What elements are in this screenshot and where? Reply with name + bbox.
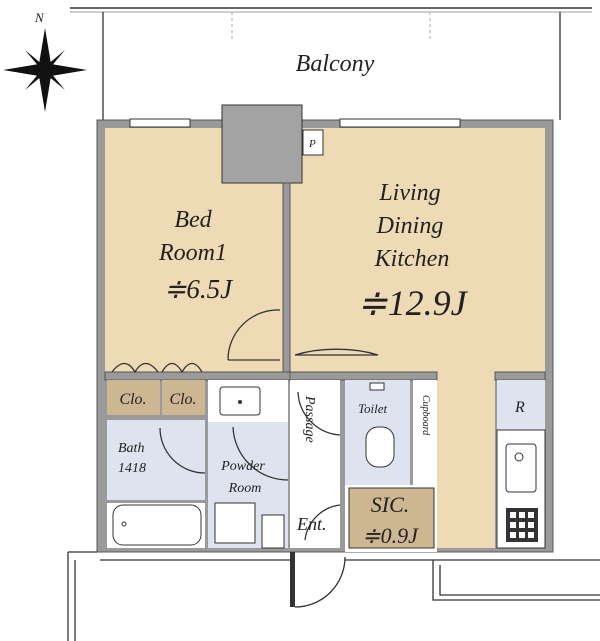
- refrigerator-label: R: [514, 399, 525, 416]
- compass-icon: N: [3, 10, 87, 112]
- passage: [290, 380, 340, 548]
- pipe-space-label: P: [308, 138, 316, 150]
- north-label: N: [34, 10, 45, 25]
- sic-label: SIC.: [371, 492, 410, 517]
- closet-1-label: Clo.: [119, 391, 146, 408]
- ldk-area: ≑12.9J: [357, 283, 468, 323]
- bedroom-label: Bed: [174, 207, 212, 233]
- powder-label: Powder: [220, 459, 265, 474]
- powder-door[interactable]: [232, 426, 289, 481]
- closet-2-label: Clo.: [169, 391, 196, 408]
- kitchen-sink-icon: [505, 443, 537, 493]
- bedroom-label-2: Room1: [158, 240, 227, 266]
- powder-label-2: Room: [228, 481, 262, 496]
- balcony: Balcony: [70, 7, 592, 120]
- ldk-door[interactable]: [294, 348, 379, 356]
- sic-area: ≑0.9J: [362, 523, 419, 548]
- bathtub: [112, 504, 202, 546]
- balcony-label: Balcony: [296, 51, 375, 77]
- cupboard: [413, 380, 437, 485]
- porch-outline: [67, 551, 600, 641]
- toilet-label: Toilet: [358, 401, 388, 416]
- closet-1: [107, 380, 160, 415]
- passage-label: Passage: [302, 395, 317, 443]
- bath-door[interactable]: [159, 427, 206, 474]
- entrance-door[interactable]: [294, 556, 346, 608]
- bath: [107, 420, 205, 500]
- refrigerator-space: [497, 380, 545, 430]
- pillar: [221, 104, 303, 184]
- pipe-space: [302, 129, 324, 156]
- closet-2: [162, 380, 205, 415]
- toilet-icon: [365, 426, 395, 468]
- ldk-label-3: Kitchen: [374, 246, 450, 272]
- cupboard-label: Cupboard: [420, 395, 431, 436]
- shoe-closet: [348, 487, 435, 549]
- bath-size: 1418: [118, 461, 146, 476]
- bath-label: Bath: [118, 441, 144, 456]
- living-dining-kitchen: [290, 128, 545, 372]
- ldk-label-1: Living: [378, 180, 440, 206]
- ldk-label-2: Dining: [376, 213, 444, 239]
- bedroom-area: ≑6.5J: [164, 274, 234, 304]
- bedroom-door[interactable]: [227, 309, 281, 361]
- entrance-label: Ent.: [296, 514, 327, 534]
- washing-machine-pan: [214, 502, 256, 544]
